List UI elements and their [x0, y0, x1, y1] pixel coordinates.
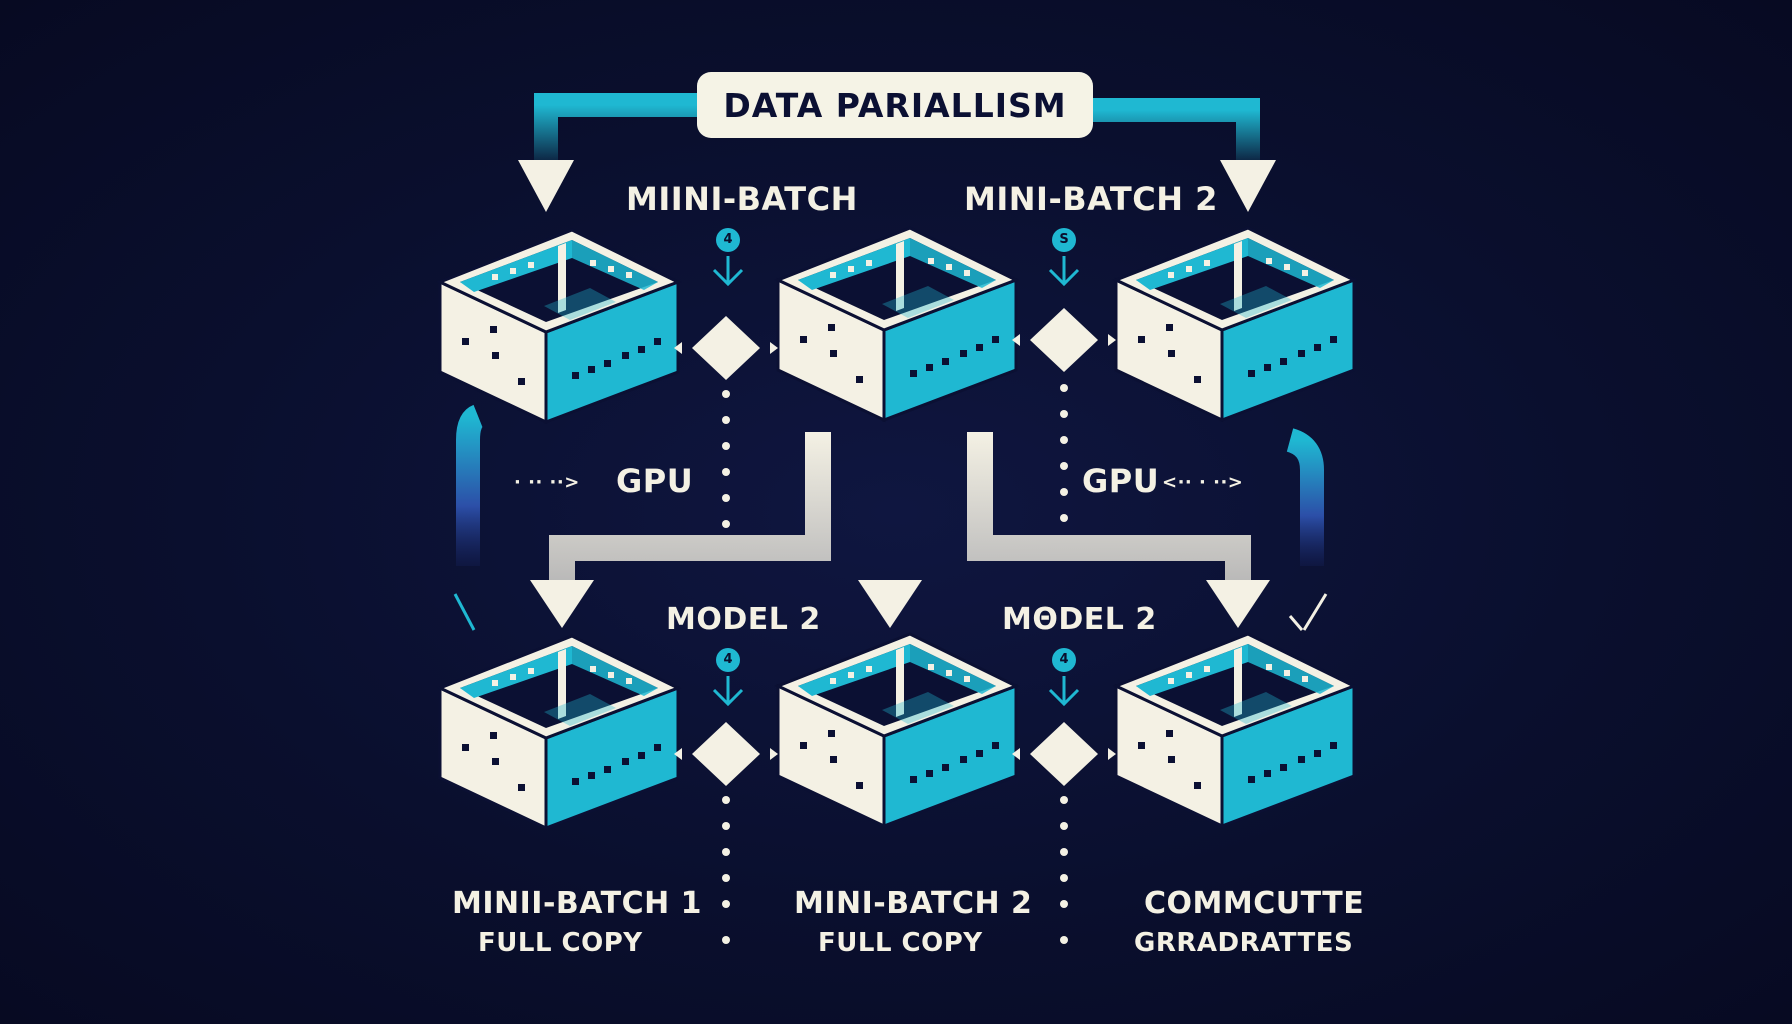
center-connector-left — [530, 432, 831, 628]
badge-bottom-right: 4 — [1059, 652, 1069, 667]
title-connector-right — [1093, 98, 1276, 212]
label-mini-batch-top-right: MINI-BATCH 2 — [964, 180, 1218, 218]
sync-diamond-top-left — [674, 316, 778, 380]
badge-arrow-bottom-right — [1048, 648, 1080, 707]
side-connector-left — [453, 404, 484, 631]
label-bottom-right-line1: COMMCUTTE — [1144, 886, 1365, 921]
gpu-left-dots: · ·· ··> — [514, 472, 580, 493]
dotted-line-left — [722, 390, 730, 944]
badge-arrow-top-right — [1048, 228, 1080, 287]
label-bottom-right-line2: GRRADRATTES — [1134, 928, 1354, 958]
label-gpu-left: GPU — [616, 462, 694, 500]
diagram-title: DATA PARIALLISM — [697, 72, 1093, 138]
label-mini-batch-top-left: MIINI-BATCH — [626, 180, 858, 218]
gpu-box-bottom-left — [438, 634, 680, 830]
gpu-box-bottom-middle — [776, 632, 1018, 828]
gpu-box-top-right — [1114, 226, 1356, 422]
side-connector-right — [1286, 428, 1328, 631]
label-gpu-right: GPU — [1082, 462, 1160, 500]
badge-arrow-bottom-left — [712, 648, 744, 707]
dotted-line-right — [1060, 384, 1068, 944]
center-connector-middle — [858, 470, 922, 628]
label-model-left: MODEL 2 — [666, 602, 821, 637]
gpu-box-top-left — [438, 228, 680, 424]
title-connector-left — [518, 93, 697, 212]
label-bottom-left-line1: MINII-BATCH 1 — [452, 886, 703, 921]
label-bottom-mid-line1: MINI-BATCH 2 — [794, 886, 1033, 921]
badge-top-left: 4 — [723, 232, 733, 247]
sync-diamond-bottom-left — [674, 722, 778, 786]
badge-arrow-top-left — [712, 228, 744, 287]
badge-bottom-left: 4 — [723, 652, 733, 667]
gpu-box-bottom-right — [1114, 632, 1356, 828]
label-bottom-mid-line2: FULL COPY — [818, 928, 983, 958]
sync-diamond-top-right — [1012, 308, 1116, 372]
label-model-right: MΘDEL 2 — [1002, 602, 1157, 637]
center-connector-right — [967, 432, 1270, 628]
gpu-right-dots: <·· · ··> — [1162, 472, 1244, 493]
sync-diamond-bottom-right — [1012, 722, 1116, 786]
label-bottom-left-line2: FULL COPY — [478, 928, 643, 958]
badge-top-right: S — [1059, 232, 1069, 247]
gpu-box-top-middle — [776, 226, 1018, 422]
